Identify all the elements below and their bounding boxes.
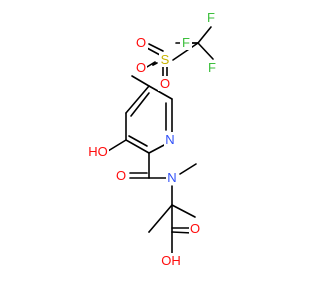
atom-label-o-sulfonyl-left: O bbox=[135, 35, 148, 50]
sulfur-label: S bbox=[161, 52, 170, 67]
bond bbox=[148, 43, 164, 52]
bond bbox=[179, 163, 197, 175]
atom-label-sulfur: S bbox=[159, 52, 171, 67]
bond bbox=[148, 143, 167, 154]
nitrogen-label: N bbox=[165, 132, 174, 147]
bond bbox=[172, 42, 199, 61]
atom-label-f-left: F bbox=[180, 35, 192, 50]
atom-label-n-ring: N bbox=[164, 132, 177, 147]
bond bbox=[148, 85, 173, 100]
atom-label-o-carbonyl: O bbox=[189, 221, 202, 236]
oxygen-label: O bbox=[160, 76, 170, 91]
bond bbox=[197, 26, 212, 44]
atom-label-o-amide: O bbox=[115, 168, 128, 183]
hydroxyl-label: OH bbox=[161, 253, 181, 268]
atom-label-f-right: F bbox=[206, 60, 218, 75]
atom-label-o-sulfonyl-down: O bbox=[158, 76, 171, 91]
oxygen-label: O bbox=[136, 60, 146, 75]
bond bbox=[130, 92, 150, 117]
atom-label-oh-acid: OH bbox=[160, 253, 182, 268]
fluorine-label: F bbox=[182, 35, 190, 50]
atom-label-hydroxyl: HO bbox=[87, 144, 109, 159]
bond bbox=[131, 75, 150, 87]
fluorine-label: F bbox=[207, 10, 215, 25]
bond bbox=[148, 204, 173, 233]
hydroxyl-label: HO bbox=[88, 144, 108, 159]
bond bbox=[171, 231, 193, 234]
nitrogen-label: N bbox=[167, 170, 176, 185]
fluorine-label: F bbox=[208, 60, 216, 75]
atom-label-f-top: F bbox=[205, 10, 217, 25]
oxygen-label: O bbox=[136, 35, 146, 50]
atom-label-o-ether: O bbox=[134, 60, 147, 75]
bond bbox=[107, 139, 127, 152]
bond bbox=[128, 135, 148, 147]
bond bbox=[171, 204, 196, 218]
oxygen-label: O bbox=[190, 221, 200, 236]
molecule-diagram: F F F S O O O N HO O N O bbox=[87, 10, 218, 268]
bond bbox=[152, 62, 157, 66]
bond bbox=[197, 42, 214, 60]
bond bbox=[125, 85, 150, 114]
structure-svg: F F F S O O O N HO O N O bbox=[87, 10, 218, 268]
atom-label-n-amide: N bbox=[166, 170, 179, 185]
oxygen-label: O bbox=[116, 168, 126, 183]
bond bbox=[125, 139, 150, 154]
bond bbox=[146, 47, 161, 56]
